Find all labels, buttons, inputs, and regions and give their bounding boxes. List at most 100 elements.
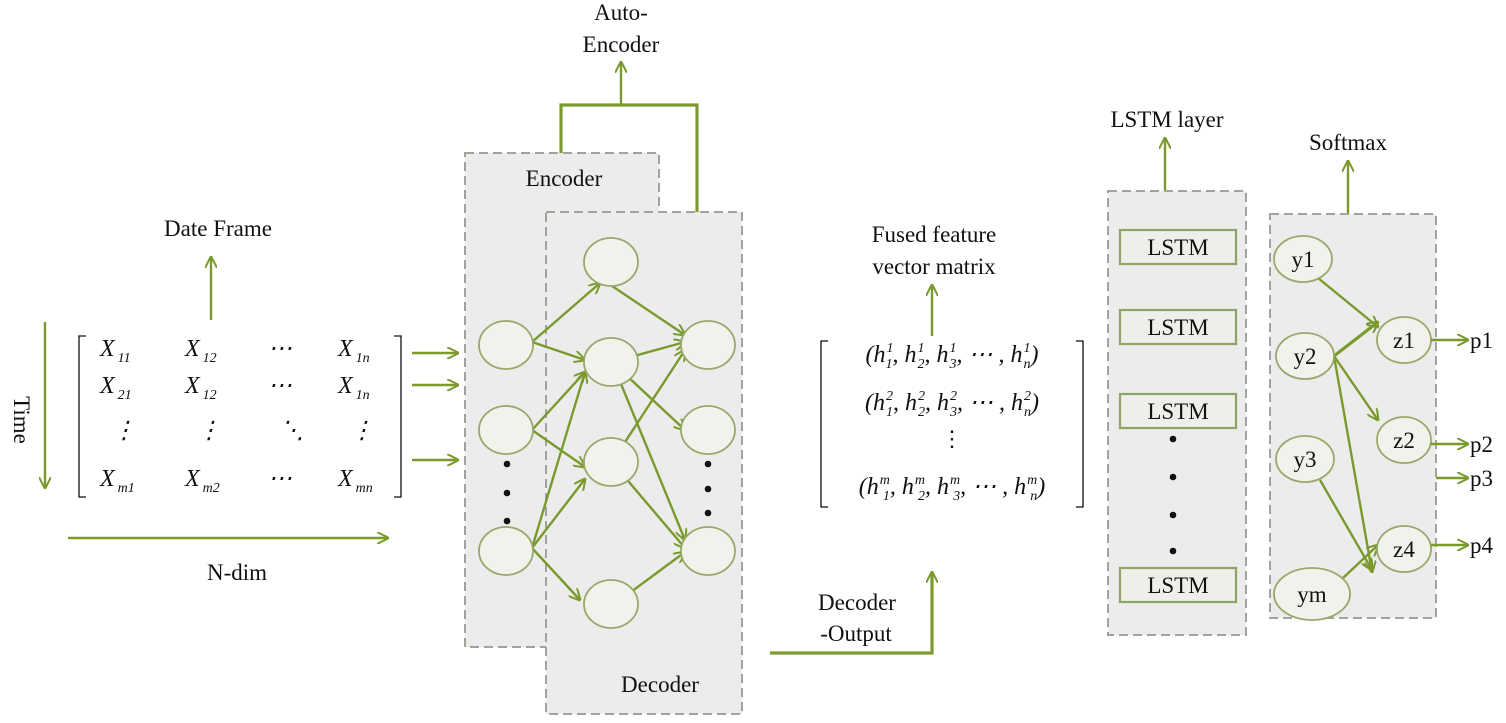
lstm-cell [1118, 566, 1238, 604]
ellipsis-dot [503, 517, 511, 525]
softmax-input-label: ym [1297, 582, 1327, 607]
output-label: p3 [1470, 466, 1493, 491]
lstm-cell [1118, 392, 1238, 430]
time-axis: Time [9, 322, 45, 488]
output-label: p4 [1470, 533, 1494, 558]
matrix-right-bracket [394, 335, 402, 498]
ellipsis-dot [1169, 473, 1177, 481]
ellipsis-dot [1169, 511, 1177, 519]
network-edge [531, 283, 600, 343]
autoencoder-loop-line [559, 103, 699, 212]
date-frame-label: Date Frame [164, 216, 272, 241]
matrix-cell: ⋮ [197, 418, 221, 444]
matrix-cell: ⋱ [280, 418, 304, 444]
lstm-cell-label: LSTM [1147, 235, 1208, 260]
decoder-label: Decoder [621, 672, 699, 697]
network-edge [531, 429, 585, 467]
fused-left-bracket [820, 340, 828, 508]
softmax-input-node [1273, 235, 1333, 283]
softmax-edge [1333, 355, 1378, 420]
hidden-node [583, 237, 639, 287]
ellipsis-dot [1169, 435, 1177, 443]
encoder-input-node [478, 526, 534, 576]
time-label: Time [9, 396, 34, 444]
lstm-cell-label: LSTM [1147, 315, 1208, 340]
encoder-input-node [478, 320, 534, 370]
output-label: p2 [1470, 432, 1493, 457]
fused-matrix-callout: Fused feature vector matrix [872, 222, 997, 336]
decoder-output-node [680, 526, 736, 576]
lstm-cell-label: LSTM [1147, 399, 1208, 424]
encoder-input-node [478, 405, 534, 455]
encoder-label: Encoder [526, 166, 603, 191]
softmax-input-node [1275, 332, 1335, 380]
softmax-hidden-label: z4 [1393, 537, 1415, 562]
matrix-cell: ⋯ [268, 466, 292, 492]
matrix-left-bracket [78, 335, 86, 498]
hidden-node [583, 579, 639, 629]
network-edge [530, 372, 585, 549]
date-frame-callout: Date Frame [164, 216, 272, 320]
matrix-cell: ⋯ [268, 373, 292, 399]
network-edge [531, 547, 580, 600]
softmax-edge [1332, 355, 1372, 572]
network-nodes [478, 237, 736, 629]
softmax-edge [1333, 322, 1378, 358]
decoder-output-label-line2: -Output [820, 621, 892, 646]
softmax-edge [1342, 545, 1378, 579]
ellipsis-dot [503, 460, 511, 468]
ellipsis-dot [503, 489, 511, 497]
output-label: p1 [1470, 328, 1493, 353]
softmax-edge [1318, 479, 1372, 570]
autoencoder-label-line1: Auto- [594, 0, 648, 25]
ellipsis-dot [1169, 547, 1177, 555]
fused-right-bracket [1076, 340, 1084, 508]
lstm-layer: LSTM layer LSTM LSTM LSTM LSTM [1107, 107, 1247, 636]
softmax-input-node [1275, 435, 1335, 483]
decoder-panel [545, 211, 743, 715]
softmax-input-label: y1 [1292, 247, 1315, 272]
network-edge [611, 285, 685, 335]
softmax-label: Softmax [1309, 130, 1387, 155]
softmax-input-label: y2 [1294, 344, 1317, 369]
softmax-layer: Softmax y1 y2 y3 ym z1 z2 z4 p1 p2 p3 p4 [1269, 130, 1494, 621]
decoder-output-label-line1: Decoder [818, 590, 896, 615]
input-arrows [412, 353, 458, 460]
network-edge [610, 361, 685, 540]
matrix-cell: ⋮ [350, 418, 374, 444]
lstm-cell [1118, 228, 1238, 266]
softmax-input-label: y3 [1294, 447, 1317, 472]
decoder-output-node [680, 320, 736, 370]
hidden-node [583, 437, 639, 487]
hidden-node [583, 337, 639, 387]
decoder-output-arrow [770, 572, 932, 655]
ndim-axis: N-dim [68, 538, 388, 585]
softmax-hidden-node [1376, 416, 1432, 464]
softmax-hidden-label: z1 [1393, 328, 1415, 353]
network-edge [531, 340, 585, 360]
ndim-label: N-dim [207, 560, 267, 585]
lstm-cell [1118, 308, 1238, 346]
ellipsis-dot [704, 485, 712, 493]
fused-matrix-vdots: ⋮ [941, 426, 963, 451]
lstm-layer-label: LSTM layer [1110, 107, 1223, 132]
autoencoder-label-line2: Encoder [583, 32, 660, 57]
fused-matrix-label-line2: vector matrix [872, 254, 996, 279]
ellipsis-dot [704, 460, 712, 468]
fused-matrix-label-line1: Fused feature [872, 222, 997, 247]
ellipsis-dot [704, 509, 712, 517]
